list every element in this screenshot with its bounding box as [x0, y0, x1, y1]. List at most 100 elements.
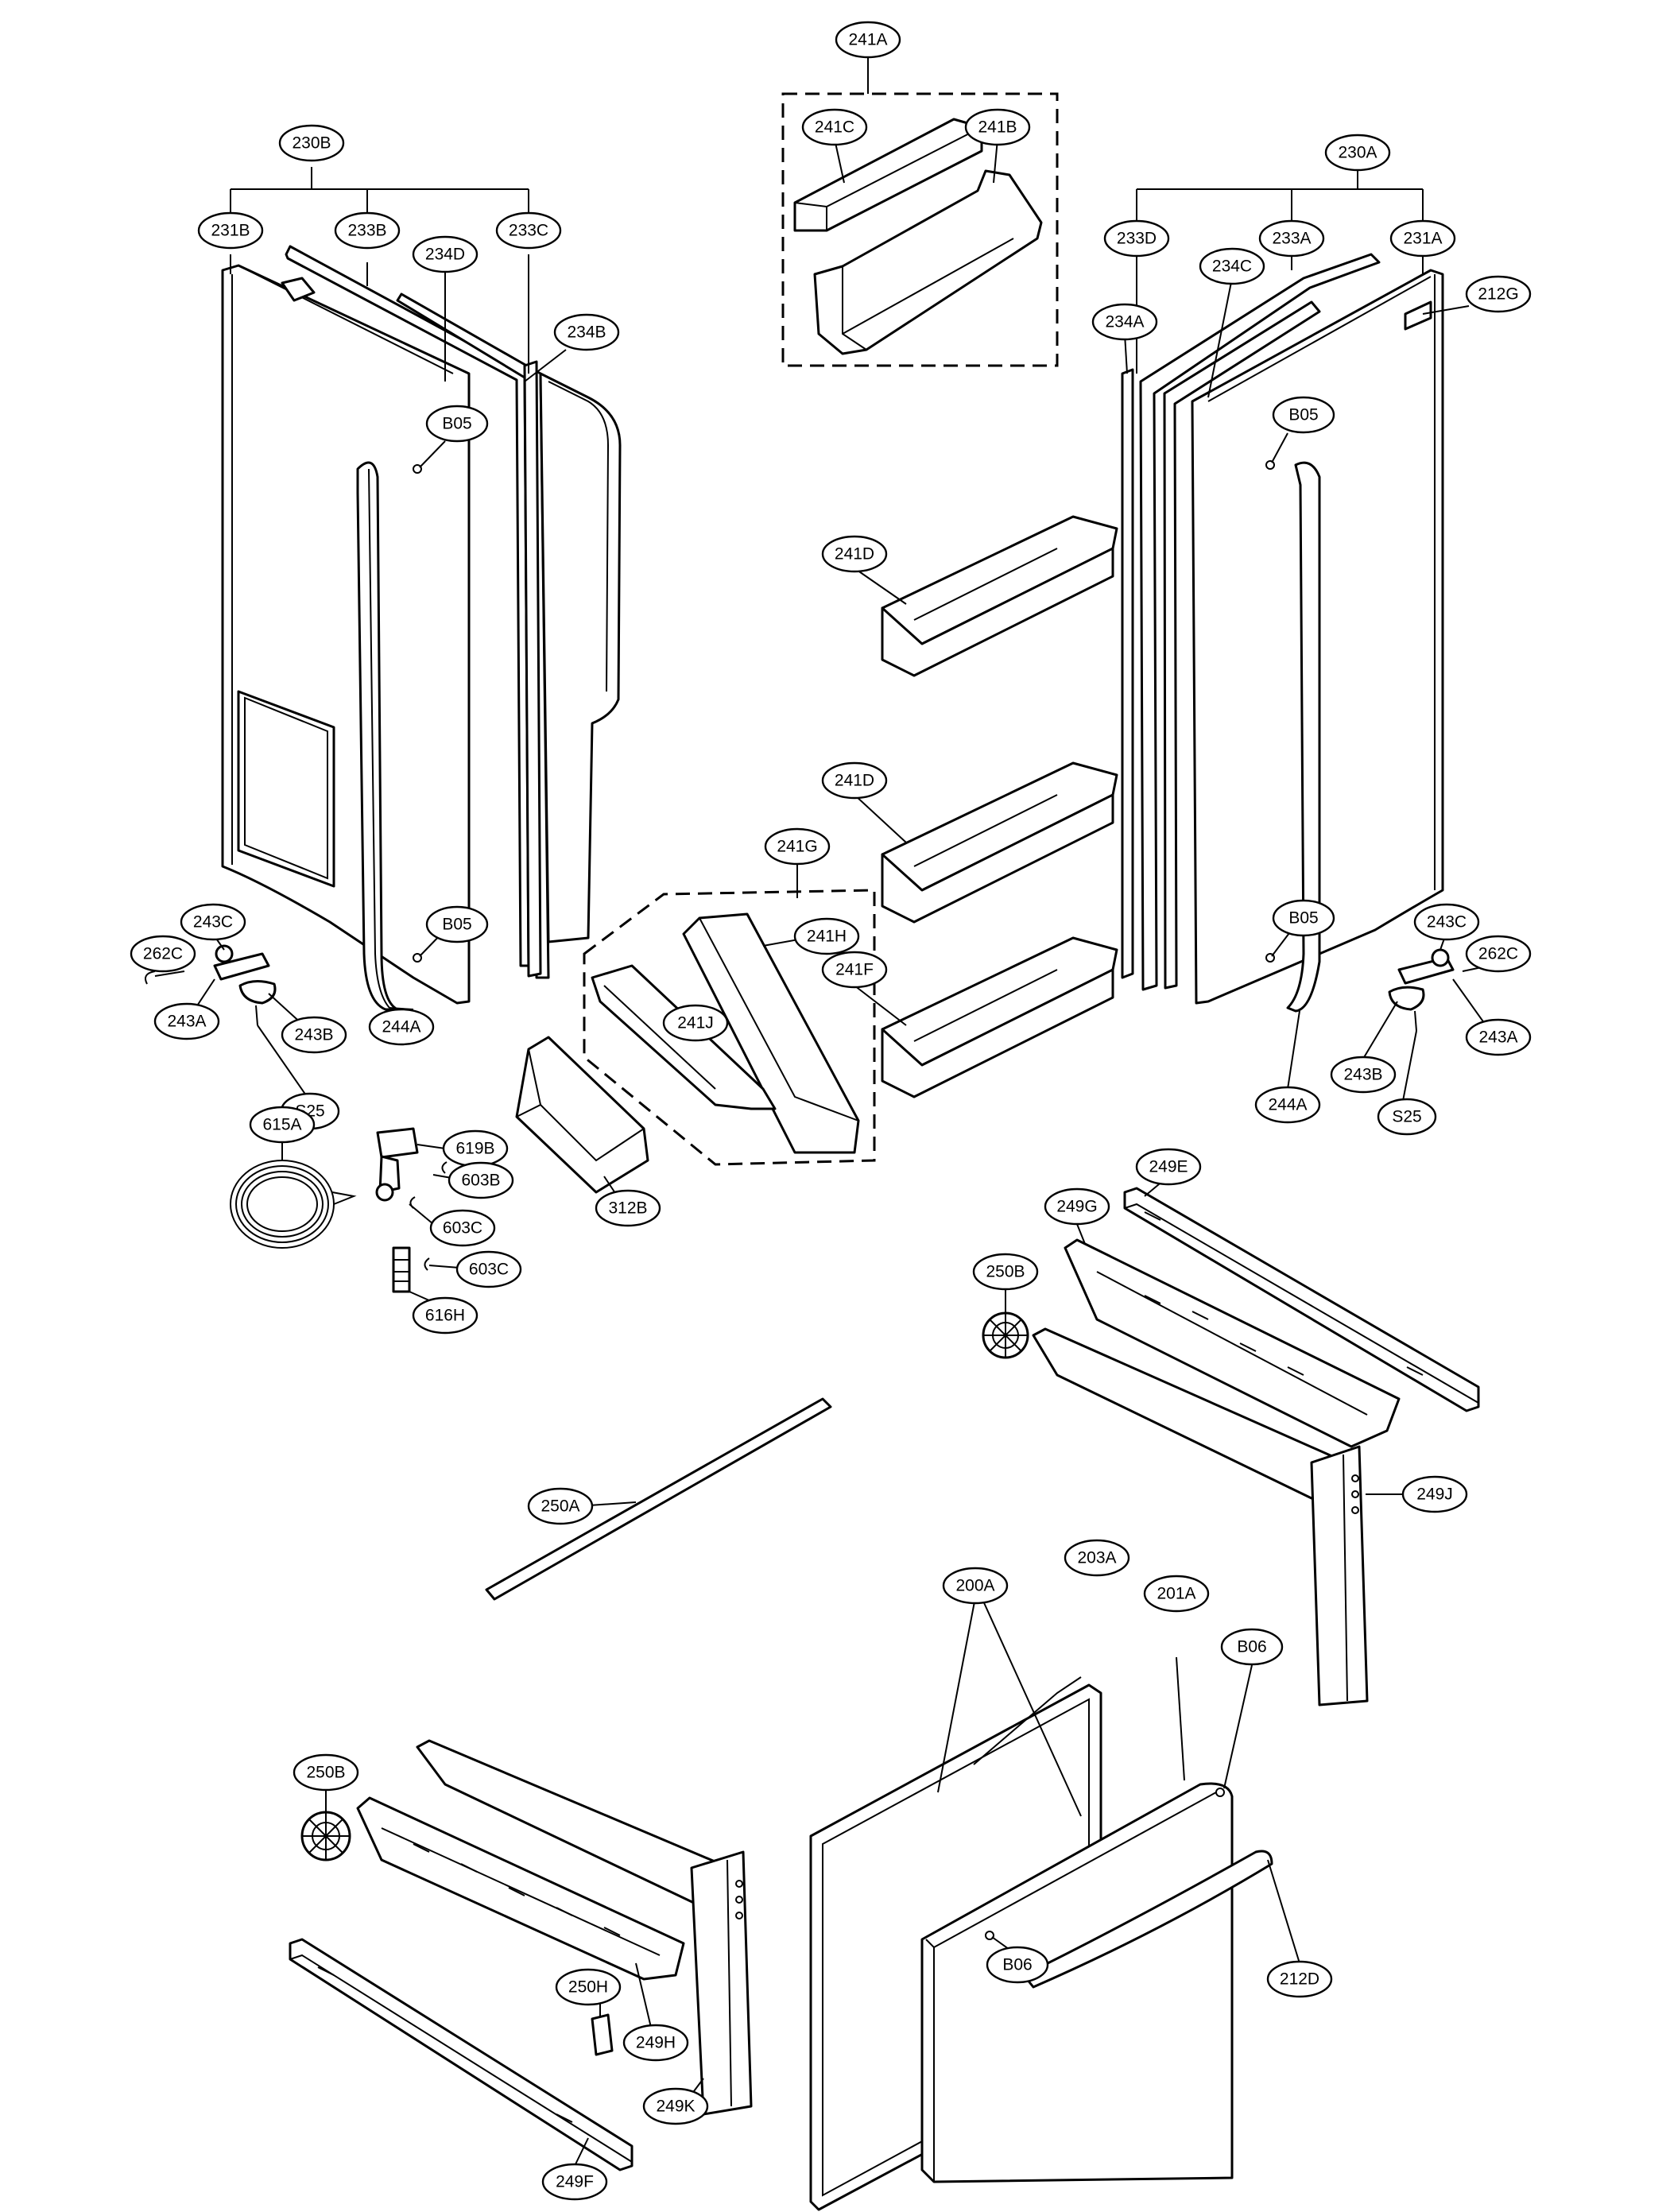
- svg-text:230B: 230B: [292, 134, 331, 153]
- svg-text:233D: 233D: [1117, 230, 1157, 248]
- cover-249K: [416, 1739, 753, 2116]
- svg-text:203A: 203A: [1077, 1549, 1116, 1567]
- label-603C-lower: 603C: [455, 1250, 522, 1288]
- svg-text:234A: 234A: [1105, 313, 1144, 331]
- strip-250A: [485, 1397, 832, 1601]
- label-231B: 231B: [197, 211, 264, 250]
- label-241B: 241B: [964, 108, 1031, 146]
- label-250H: 250H: [555, 1968, 622, 2006]
- svg-text:B05: B05: [1288, 909, 1318, 928]
- door-bin-241F: [881, 936, 1118, 1098]
- svg-text:233A: 233A: [1272, 230, 1311, 248]
- svg-text:312B: 312B: [608, 1199, 647, 1218]
- svg-text:B06: B06: [1002, 1956, 1032, 1974]
- label-203A: 203A: [1064, 1539, 1130, 1577]
- cover-249J-lower-rail: [1032, 1327, 1369, 1706]
- svg-text:241B: 241B: [978, 118, 1017, 137]
- label-241J: 241J: [662, 1004, 729, 1042]
- label-243B-left: 243B: [281, 1016, 347, 1054]
- label-250A: 250A: [527, 1487, 594, 1525]
- right-door-assembly: [1121, 253, 1444, 1013]
- svg-text:B05: B05: [442, 415, 471, 433]
- svg-text:243B: 243B: [1343, 1066, 1382, 1084]
- label-230A: 230A: [1324, 134, 1391, 172]
- label-S25-right: S25: [1377, 1098, 1437, 1136]
- label-212D: 212D: [1266, 1960, 1333, 1998]
- svg-text:B06: B06: [1237, 1638, 1266, 1656]
- label-243C-right: 243C: [1413, 903, 1480, 941]
- label-201A: 201A: [1143, 1575, 1210, 1613]
- label-234A: 234A: [1091, 303, 1158, 341]
- gear-250B-upper: [982, 1311, 1029, 1359]
- svg-text:249J: 249J: [1416, 1486, 1453, 1504]
- label-233A: 233A: [1258, 219, 1325, 258]
- label-234D: 234D: [412, 235, 479, 273]
- svg-text:615A: 615A: [262, 1116, 301, 1134]
- rail-249F: [289, 1938, 634, 2171]
- svg-text:243A: 243A: [1478, 1029, 1517, 1047]
- svg-text:616H: 616H: [425, 1307, 465, 1325]
- svg-text:241F: 241F: [835, 961, 874, 979]
- svg-text:230A: 230A: [1338, 144, 1377, 162]
- svg-text:241G: 241G: [777, 838, 817, 856]
- label-249K: 249K: [642, 2087, 709, 2125]
- door-bin-241D-upper: [881, 515, 1118, 677]
- label-231A: 231A: [1389, 219, 1456, 258]
- left-hinge-parts: [145, 944, 277, 1026]
- label-243A-right: 243A: [1465, 1018, 1532, 1056]
- svg-text:200A: 200A: [955, 1577, 994, 1595]
- label-234B: 234B: [553, 313, 620, 351]
- svg-text:231B: 231B: [211, 222, 250, 240]
- bin-group-241A: [781, 92, 1059, 367]
- svg-text:241J: 241J: [677, 1014, 714, 1032]
- label-262C-right: 262C: [1465, 935, 1532, 973]
- gear-250B-lower: [300, 1811, 351, 1861]
- label-603B: 603B: [448, 1161, 514, 1199]
- svg-text:243A: 243A: [167, 1013, 206, 1031]
- svg-text:241A: 241A: [848, 31, 887, 49]
- svg-text:241H: 241H: [807, 928, 847, 946]
- cover-249H: [356, 1796, 685, 1981]
- svg-text:243C: 243C: [1427, 913, 1467, 932]
- svg-text:241D: 241D: [835, 772, 874, 790]
- svg-text:262C: 262C: [1478, 945, 1518, 963]
- label-241D-lower: 241D: [821, 761, 888, 800]
- svg-text:603B: 603B: [461, 1172, 500, 1190]
- screw-B06-upper: [1215, 1788, 1225, 1797]
- drawer-handle-212D: [1022, 1850, 1273, 1989]
- label-B05-left-lower: B05: [425, 905, 489, 943]
- leader-lines: [154, 52, 1501, 2167]
- label-B05-left-upper: B05: [425, 405, 489, 443]
- connector-616H: [392, 1246, 430, 1293]
- svg-text:249E: 249E: [1149, 1158, 1188, 1176]
- label-241A: 241A: [835, 21, 901, 59]
- label-619B: 619B: [442, 1129, 509, 1168]
- svg-text:619B: 619B: [455, 1140, 494, 1158]
- label-B05-right-upper: B05: [1272, 396, 1335, 434]
- svg-text:249K: 249K: [656, 2098, 695, 2116]
- drawer-door-201A: [920, 1782, 1234, 2183]
- label-233B: 233B: [334, 211, 401, 250]
- label-250B-lower: 250B: [293, 1753, 359, 1792]
- label-616H: 616H: [412, 1296, 479, 1335]
- label-230B: 230B: [278, 124, 345, 162]
- svg-text:249H: 249H: [636, 2034, 676, 2052]
- label-234C: 234C: [1199, 247, 1265, 285]
- svg-text:201A: 201A: [1157, 1585, 1195, 1603]
- svg-text:244A: 244A: [382, 1018, 420, 1036]
- valve-619B: [375, 1127, 448, 1209]
- svg-text:S25: S25: [1392, 1108, 1421, 1126]
- label-312B: 312B: [595, 1189, 661, 1227]
- label-249H: 249H: [622, 2024, 689, 2062]
- label-243A-left: 243A: [153, 1002, 220, 1040]
- svg-text:250A: 250A: [541, 1497, 579, 1516]
- svg-text:262C: 262C: [143, 945, 183, 963]
- label-B06-lower: B06: [986, 1946, 1049, 1984]
- label-262C-left: 262C: [130, 935, 196, 973]
- label-B06-upper: B06: [1220, 1628, 1284, 1666]
- label-243C-left: 243C: [180, 903, 246, 941]
- svg-text:233B: 233B: [347, 222, 386, 240]
- svg-text:241C: 241C: [815, 118, 854, 137]
- svg-text:212G: 212G: [1478, 285, 1518, 304]
